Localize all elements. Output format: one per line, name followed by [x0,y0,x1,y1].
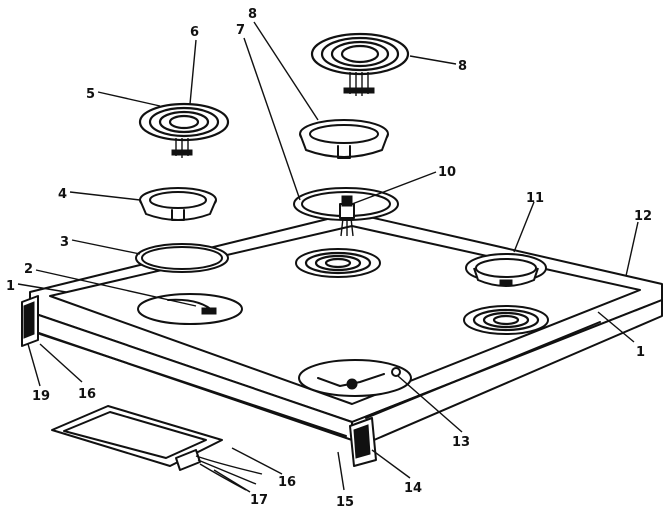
callout-7: 7 [236,23,245,38]
left-end-cap [21,295,39,347]
callout-2: 2 [24,262,33,277]
callout-10: 10 [438,165,456,180]
callout-13: 13 [452,435,470,450]
burner-coil-center-rear [295,248,381,278]
surface-element-large-8 [310,32,410,96]
callout-16-bottom: 16 [278,475,296,490]
drip-bowl-right-rear [465,253,547,287]
callout-19: 19 [32,389,50,404]
callout-15: 15 [336,495,354,510]
right-end-cap [349,417,377,467]
drip-bowl-8 [299,119,389,159]
surface-element-small-5 [138,102,230,158]
callout-4: 4 [58,187,67,202]
leader-lines [17,21,639,493]
callout-16-left: 16 [78,387,96,402]
callout-3: 3 [60,235,69,250]
element-receptacle-bracket [51,405,263,491]
burner-opening-left-front [137,293,243,325]
burner-coil-right-front [463,305,549,335]
callout-12: 12 [634,209,652,224]
trim-ring-3 [135,243,229,273]
callout-17: 17 [250,493,268,508]
cooktop-main-top [29,212,663,441]
callout-11: 11 [526,191,544,206]
callout-14: 14 [404,481,422,496]
callout-labels: 1 2 3 4 5 6 7 8 8 10 11 12 1 13 14 15 16… [6,7,652,510]
callout-6: 6 [190,25,199,40]
callout-8-mid: 8 [248,7,257,22]
callout-8-top: 8 [458,59,467,74]
drip-bowl-4 [139,187,217,221]
callout-1-right: 1 [636,345,645,360]
terminal-block-10 [339,195,355,237]
callout-1-left: 1 [6,279,15,294]
burner-opening-front-center [298,359,412,397]
callout-5: 5 [86,87,95,102]
